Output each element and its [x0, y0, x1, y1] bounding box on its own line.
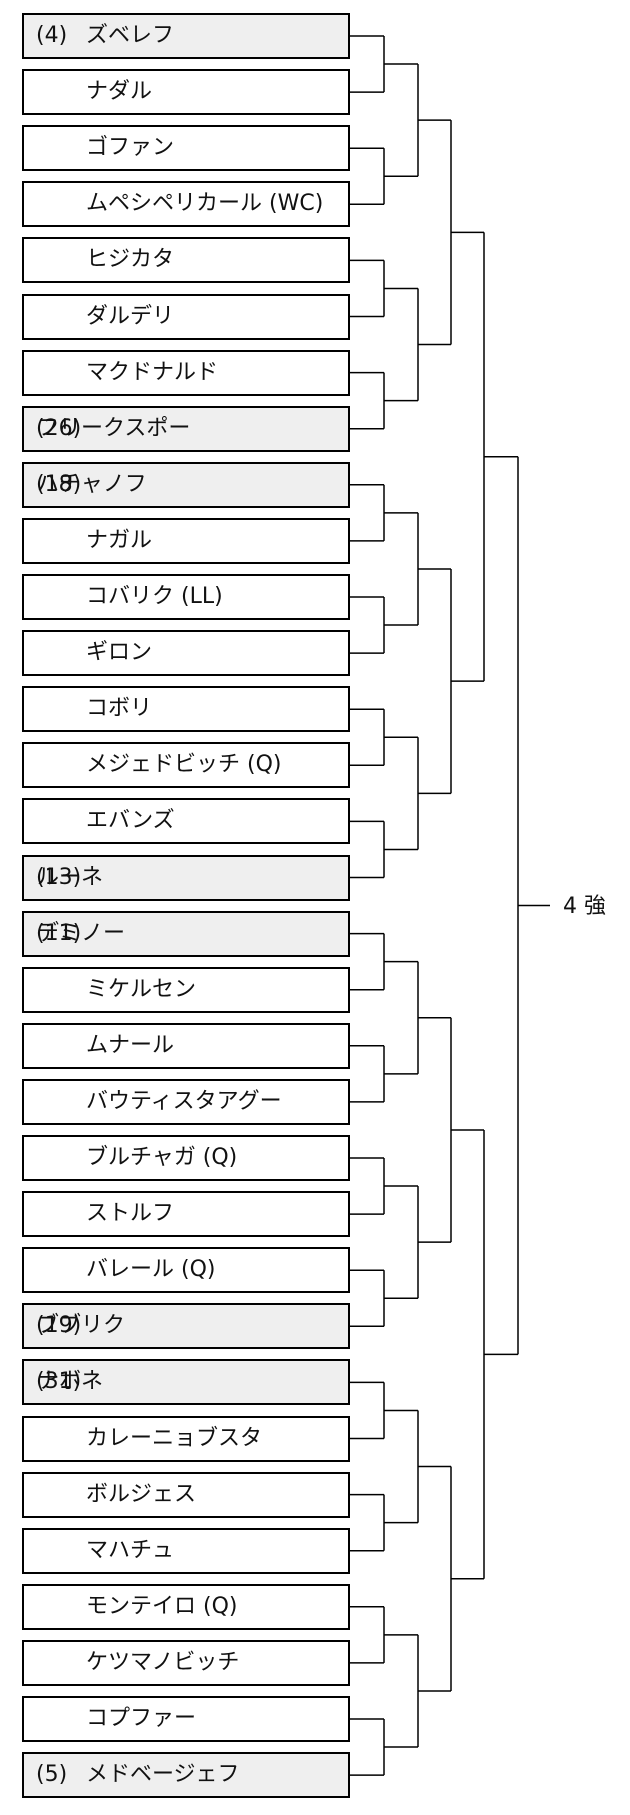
player-entry: バレール (Q): [22, 1247, 350, 1294]
player-name: マハチュ: [86, 1537, 175, 1563]
player-entry: ナダル: [22, 69, 350, 116]
player-name: ルーネ: [37, 864, 104, 890]
player-seed: (19): [36, 1313, 82, 1339]
player-entry: ブルチャガ (Q): [22, 1135, 350, 1181]
player-seed: (18): [36, 471, 82, 497]
player-name: メドベージェフ: [86, 1762, 240, 1788]
player-entry: ケツマノビッチ: [22, 1639, 350, 1686]
player-entry: モンテイロ (Q): [22, 1583, 350, 1630]
player-entry: ゴファン: [22, 125, 350, 172]
player-name: モンテイロ (Q): [86, 1593, 238, 1619]
player-name: コボリ: [86, 696, 153, 722]
player-seed: (26): [36, 415, 82, 441]
player-name: コプファー: [86, 1706, 197, 1731]
player-entry: ダルデリ: [22, 293, 350, 340]
player-entry: (11)デミノー: [22, 910, 350, 957]
player-name: ナボネ: [37, 1369, 104, 1395]
player-name: マクドナルド: [86, 359, 219, 385]
player-name: ケツマノビッチ: [86, 1649, 240, 1675]
player-entry: ムペシペリカール (WC): [22, 181, 350, 228]
player-seed: (5): [36, 1762, 68, 1788]
player-name: ミケルセン: [86, 976, 197, 1002]
player-entry: ナガル: [22, 517, 350, 564]
player-name: バウティスタアグー: [86, 1088, 282, 1114]
player-entry: コバリク (LL): [22, 574, 350, 620]
player-name: ブブリク: [37, 1313, 126, 1339]
player-entry: (4) ズベレフ: [22, 13, 350, 59]
player-entry: ギロン: [22, 630, 350, 677]
player-name: ズベレフ: [86, 23, 175, 48]
player-entry: カレーニョブスタ: [22, 1415, 350, 1462]
player-seed: (4): [36, 23, 68, 48]
player-name: ハチャノフ: [37, 471, 147, 497]
player-entry: ミケルセン: [22, 966, 350, 1013]
player-name: ムナール: [86, 1032, 175, 1058]
player-entry: (19)ブブリク: [22, 1303, 350, 1350]
player-name: エバンズ: [86, 808, 175, 834]
player-name: フリークスポー: [37, 415, 191, 441]
player-entry: (5) メドベージェフ: [22, 1752, 350, 1799]
player-entry: バウティスタアグー: [22, 1078, 350, 1125]
player-entry: エバンズ: [22, 798, 350, 845]
player-name: ナガル: [86, 527, 153, 553]
player-entry: (31)ナボネ: [22, 1359, 350, 1406]
player-name: デミノー: [37, 920, 126, 946]
result-label: 4 強: [563, 894, 606, 919]
player-entry: マハチュ: [22, 1527, 350, 1574]
player-name: ブルチャガ (Q): [86, 1145, 238, 1170]
player-entry: マクドナルド: [22, 349, 350, 396]
player-entry: (18)ハチャノフ: [22, 461, 350, 508]
player-seed: (11): [36, 920, 82, 946]
player-name: バレール (Q): [86, 1257, 216, 1283]
player-entry: ムナール: [22, 1022, 350, 1069]
player-name: ボルジェス: [86, 1481, 197, 1507]
player-name: ヒジカタ: [86, 247, 175, 273]
player-entry: コプファー: [22, 1696, 350, 1742]
player-name: ダルデリ: [86, 303, 175, 329]
player-name: メジェドビッチ (Q): [86, 752, 282, 778]
player-name: カレーニョブスタ: [86, 1425, 263, 1451]
player-name: ゴファン: [86, 135, 175, 161]
player-name: コバリク (LL): [86, 584, 223, 609]
player-entry: ボルジェス: [22, 1471, 350, 1518]
player-entry: ヒジカタ: [22, 237, 350, 284]
player-name: ムペシペリカール (WC): [86, 191, 324, 217]
player-entry: ストルフ: [22, 1191, 350, 1238]
player-name: ナダル: [86, 79, 153, 105]
player-seed: (13): [36, 864, 82, 890]
player-entry: (13)ルーネ: [22, 854, 350, 901]
player-name: ギロン: [86, 640, 153, 666]
player-entry: (26)フリークスポー: [22, 405, 350, 452]
player-name: ストルフ: [86, 1201, 175, 1227]
player-entry: メジェドビッチ (Q): [22, 742, 350, 789]
player-entry: コボリ: [22, 686, 350, 733]
player-seed: (31): [36, 1369, 82, 1395]
